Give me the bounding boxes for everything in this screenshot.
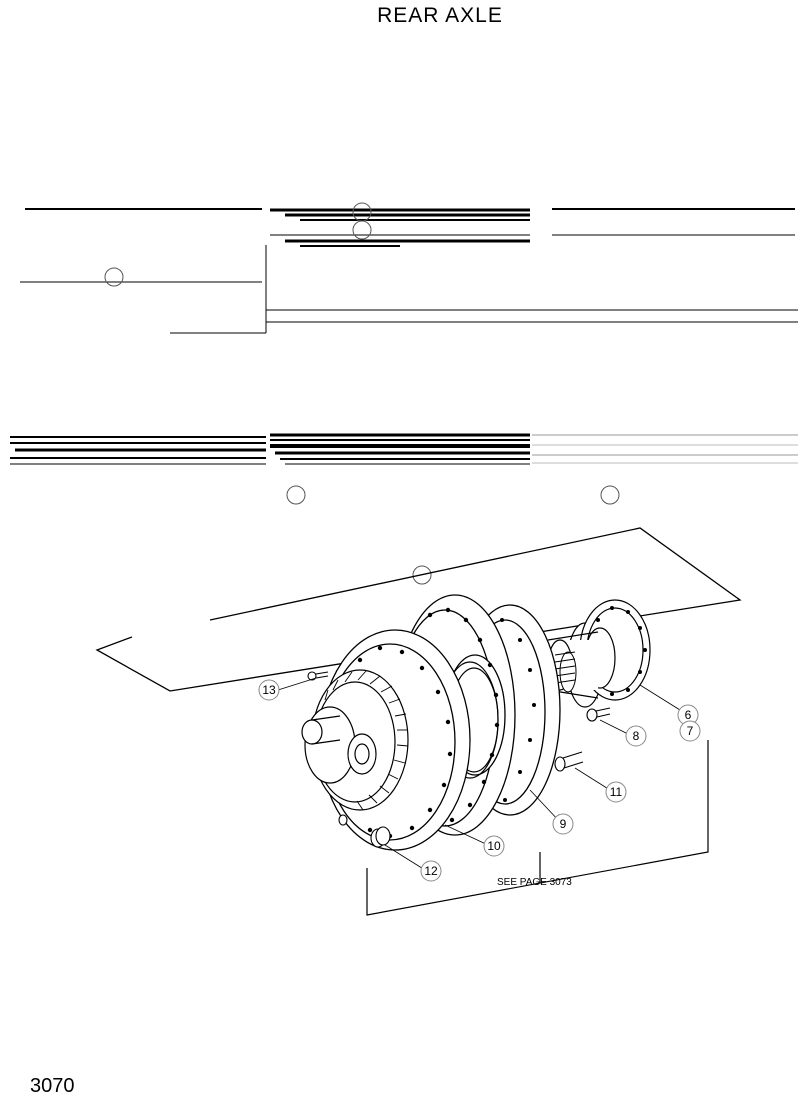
gear-teeth [324, 670, 409, 811]
callout-8: 8 [625, 725, 647, 747]
callout-6-label: 6 [685, 708, 692, 722]
callout-13: 13 [258, 679, 280, 701]
callout-10-label: 10 [487, 839, 501, 853]
callout-13-label: 13 [262, 683, 276, 697]
callout-7-label: 7 [687, 724, 694, 738]
leader-lines [277, 677, 681, 871]
flange-bolt-holes [596, 606, 647, 696]
callout-11: 11 [605, 781, 627, 803]
callout-12-label: 12 [424, 864, 438, 878]
reference-bracket [366, 740, 709, 916]
artifact-lines-middle [10, 433, 798, 465]
callout-12: 12 [420, 860, 442, 882]
see-page-note: SEE PAGE 3073 [497, 877, 572, 888]
callout-9-label: 9 [560, 817, 567, 831]
callout-7: 7 [679, 720, 701, 742]
callout-10: 10 [483, 835, 505, 857]
callout-11-label: 11 [610, 785, 623, 799]
page-number: 3070 [30, 1075, 75, 1097]
disc-bolt-holes [357, 645, 453, 839]
artifact-lines-upper [20, 208, 798, 334]
callout-9: 9 [552, 813, 574, 835]
small-hardware [307, 671, 611, 848]
callout-8-label: 8 [633, 729, 640, 743]
spline-shaft [554, 651, 577, 693]
empty-callout-circles [104, 202, 620, 585]
planetary-gear-carrier [301, 669, 409, 811]
page-title: REAR AXLE [377, 4, 503, 27]
